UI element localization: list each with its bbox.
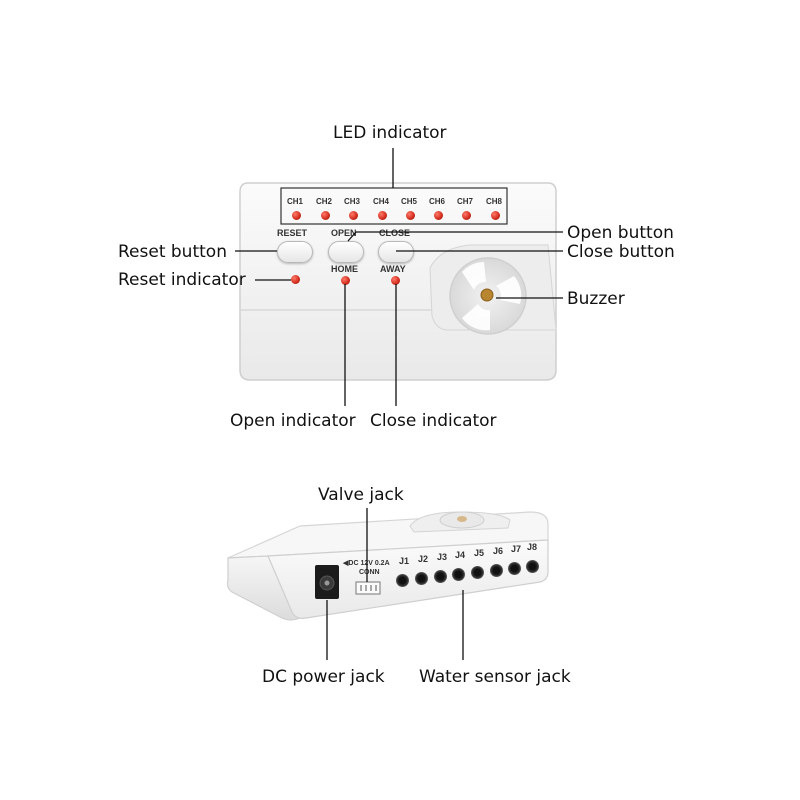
water-sensor-jack-7[interactable] — [508, 562, 521, 575]
water-sensor-jack-3[interactable] — [434, 570, 447, 583]
callout-close-indicator: Close indicator — [370, 411, 497, 431]
water-sensor-jack-4[interactable] — [452, 568, 465, 581]
led-indicator-box — [280, 187, 508, 225]
away-label: AWAY — [380, 264, 406, 274]
water-sensor-jack-8[interactable] — [526, 560, 539, 573]
callout-close-button: Close button — [567, 242, 675, 262]
buzzer-grille — [449, 257, 527, 335]
jack-label-3: J3 — [437, 552, 448, 562]
channel-led-7 — [462, 211, 471, 220]
callout-reset-indicator: Reset indicator — [118, 270, 246, 290]
channel-led-6 — [434, 211, 443, 220]
channel-label-1: CH1 — [287, 197, 304, 206]
close-button[interactable] — [378, 241, 414, 263]
water-sensor-jack-2[interactable] — [415, 572, 428, 585]
open-button[interactable] — [328, 241, 364, 263]
jack-label-5: J5 — [474, 548, 485, 558]
jack-label-7: J7 — [511, 544, 522, 554]
power-rating-label: ◀DC 12V 0.2A — [343, 560, 390, 567]
water-sensor-jack-6[interactable] — [490, 564, 503, 577]
water-sensor-jack-1[interactable] — [396, 574, 409, 587]
water-sensor-jack-5[interactable] — [471, 566, 484, 579]
channel-label-8: CH8 — [486, 197, 503, 206]
jack-label-6: J6 — [493, 546, 504, 556]
channel-led-5 — [406, 211, 415, 220]
channel-label-4: CH4 — [373, 197, 390, 206]
jack-label-1: J1 — [399, 556, 410, 566]
jack-label-8: J8 — [527, 542, 538, 552]
channel-label-7: CH7 — [457, 197, 474, 206]
callout-open-indicator: Open indicator — [230, 411, 356, 431]
channel-led-4 — [378, 211, 387, 220]
close-label: CLOSE — [379, 228, 411, 238]
callout-water-sensor-jack: Water sensor jack — [419, 667, 571, 687]
open-indicator-led — [341, 276, 350, 285]
close-indicator-led — [391, 276, 400, 285]
conn-label: CONN — [359, 569, 380, 576]
reset-indicator-led — [291, 275, 300, 284]
callout-buzzer: Buzzer — [567, 289, 625, 309]
callout-valve-jack: Valve jack — [318, 485, 404, 505]
channel-led-8 — [491, 211, 500, 220]
callout-dc-power-jack: DC power jack — [262, 667, 385, 687]
reset-button[interactable] — [277, 241, 313, 263]
callout-reset-button: Reset button — [118, 242, 227, 262]
channel-led-1 — [292, 211, 301, 220]
jack-label-4: J4 — [455, 550, 466, 560]
valve-jack-connector — [355, 581, 381, 595]
callout-open-button: Open button — [567, 223, 674, 243]
callout-led-indicator: LED indicator — [333, 123, 447, 143]
open-label: OPEN — [331, 228, 357, 238]
buzzer-dot — [480, 288, 494, 302]
channel-label-6: CH6 — [429, 197, 446, 206]
channel-label-3: CH3 — [344, 197, 361, 206]
home-label: HOME — [331, 264, 358, 274]
channel-label-5: CH5 — [401, 197, 418, 206]
channel-label-2: CH2 — [316, 197, 333, 206]
jack-label-2: J2 — [418, 554, 429, 564]
reset-label: RESET — [277, 228, 308, 238]
channel-led-3 — [349, 211, 358, 220]
channel-led-2 — [321, 211, 330, 220]
